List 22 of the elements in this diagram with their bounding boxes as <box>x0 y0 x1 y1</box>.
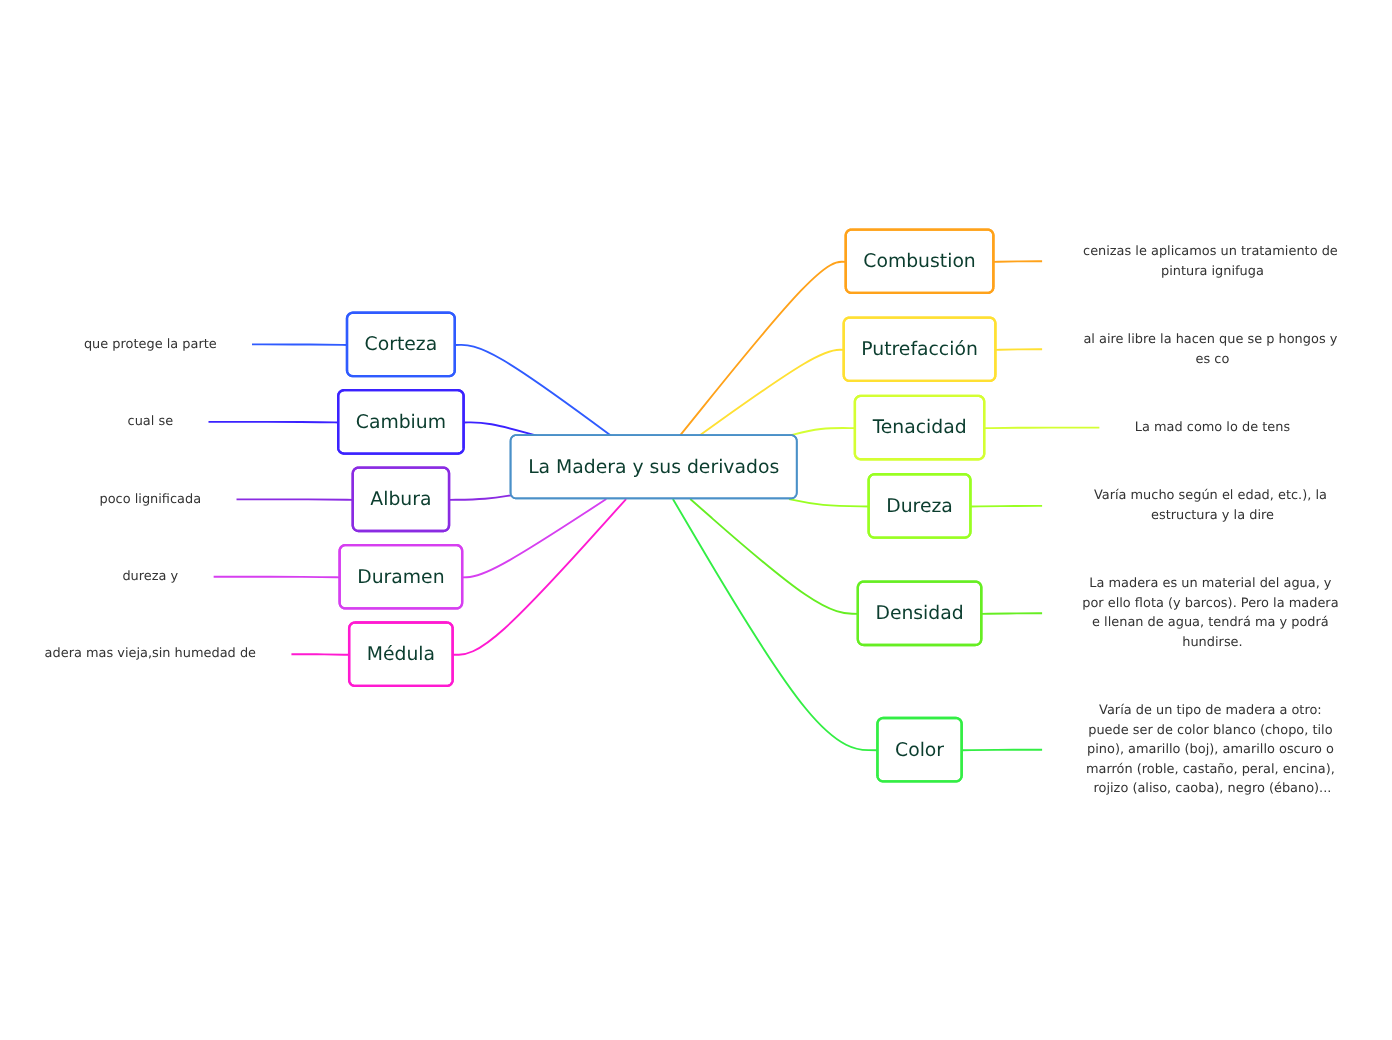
connector <box>251 343 349 346</box>
connector <box>995 348 1044 351</box>
connector <box>961 748 1044 752</box>
connector <box>235 498 355 501</box>
connector <box>980 612 1044 615</box>
connector <box>452 498 628 656</box>
connector <box>983 426 1101 430</box>
connector <box>788 427 857 437</box>
connector <box>689 498 860 615</box>
connector <box>679 260 848 437</box>
connector <box>698 348 846 437</box>
connector <box>788 498 871 508</box>
connector <box>454 343 613 437</box>
connector <box>463 421 538 437</box>
connector <box>290 653 351 656</box>
connector <box>993 260 1044 263</box>
connector <box>212 575 342 579</box>
connector <box>461 498 608 579</box>
connector <box>207 420 340 424</box>
connector <box>671 498 879 752</box>
connector <box>448 494 513 501</box>
connector <box>970 505 1044 508</box>
